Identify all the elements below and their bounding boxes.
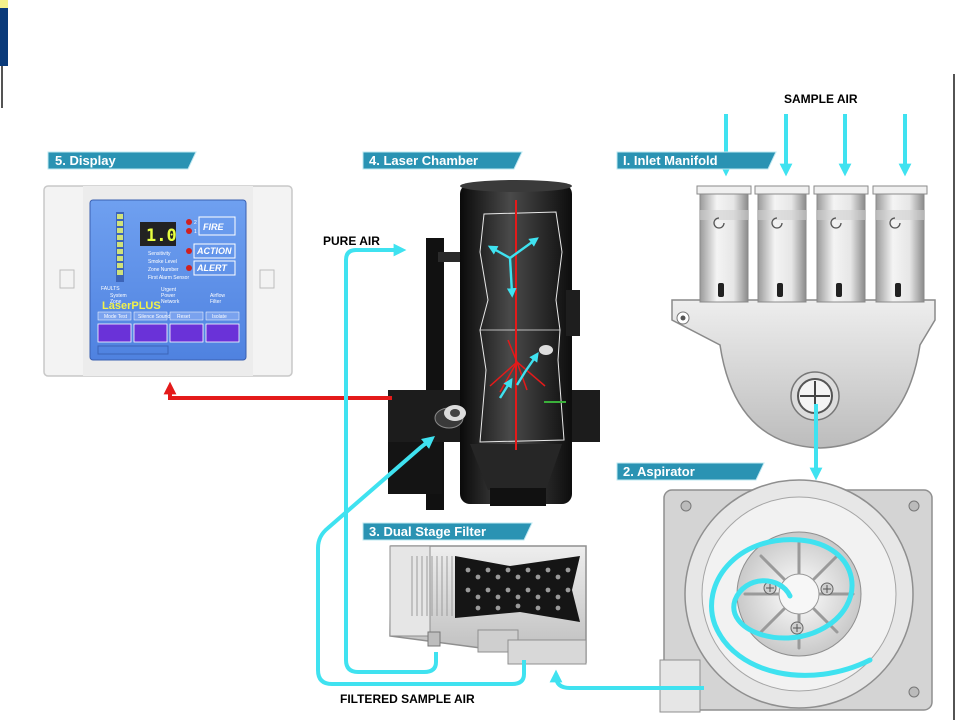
filtered-sample-air-label: FILTERED SAMPLE AIR — [340, 692, 475, 706]
readout-value: 1.0 — [146, 226, 177, 246]
filtered-air-flow — [549, 669, 704, 690]
sample-to-chamber-flow — [316, 436, 526, 686]
pure-air-label: PURE AIR — [323, 234, 380, 248]
label-aspirator: 2. Aspirator — [616, 462, 765, 481]
fire-level-2: 2 — [194, 220, 197, 226]
reset-label: Reset — [177, 314, 191, 320]
chamber-airflow — [487, 237, 539, 399]
brand-logo: LaserPLUS — [102, 300, 161, 312]
isolate-button[interactable] — [205, 323, 240, 343]
inlet-tube-1 — [696, 185, 752, 303]
filter-media-dots — [465, 567, 571, 611]
action-indicator: ACTION — [186, 243, 236, 259]
status-zone-number: Zone Number — [148, 267, 179, 273]
sample-air-arrows — [719, 114, 912, 177]
fire-indicator: 2 1 FIRE — [186, 216, 236, 236]
mode-test-button[interactable] — [97, 323, 132, 343]
mode-test-label: Mode Test — [104, 314, 128, 320]
label-display: 5. Display — [47, 151, 197, 170]
fault-zone: Zone — [110, 299, 122, 305]
inlet-manifold — [671, 185, 936, 449]
smoke-level-bargraph — [116, 212, 124, 282]
faults-heading: FAULTS — [101, 286, 120, 292]
filter-pleats — [411, 556, 453, 616]
inlet-tube-3 — [813, 185, 869, 303]
laser-chamber-title: 4. Laser Chamber — [369, 153, 478, 168]
sample-air-label: SAMPLE AIR — [784, 92, 858, 106]
fault-urgent: Urgent — [161, 287, 177, 293]
fault-airflow: Airflow — [210, 293, 225, 299]
status-list: Sensitivity Smoke Level Zone Number Firs… — [148, 251, 189, 281]
pure-air-flow — [344, 243, 438, 674]
signal-line — [163, 381, 392, 400]
fault-system: System — [110, 293, 127, 299]
reset-button[interactable] — [169, 323, 204, 343]
label-inlet-manifold: I. Inlet Manifold — [616, 151, 777, 170]
faults-section: FAULTS System Zone Urgent Power Network … — [101, 286, 225, 305]
display-unit: 1.0 Sensitivity Smoke Level Zone Number … — [43, 185, 293, 377]
inlet-manifold-title: I. Inlet Manifold — [623, 153, 718, 168]
inlet-tube-2 — [754, 185, 810, 303]
isolate-label: Isolate — [212, 314, 227, 320]
laser-chamber — [388, 180, 600, 510]
status-first-alarm: First Alarm Sensor — [148, 275, 189, 281]
label-laser-chamber: 4. Laser Chamber — [362, 151, 523, 170]
screw-icon — [763, 581, 834, 635]
display-title: 5. Display — [55, 153, 116, 168]
keypad: Mode Test Silence Sound Reset Isolate — [97, 311, 240, 355]
status-smoke-level: Smoke Level — [148, 259, 177, 265]
label-filter: 3. Dual Stage Filter — [362, 522, 533, 541]
fire-level-1: 1 — [194, 229, 197, 235]
fault-network: Network — [161, 299, 180, 305]
silence-sound-button[interactable] — [133, 323, 168, 343]
aspirator-title: 2. Aspirator — [623, 464, 695, 479]
status-sensitivity: Sensitivity — [148, 251, 171, 257]
silence-sound-label: Silence Sound — [138, 314, 170, 320]
alert-indicator: ALERT — [186, 260, 236, 276]
fire-label: FIRE — [203, 222, 224, 232]
action-label: ACTION — [196, 246, 232, 256]
fault-power: Power — [161, 293, 176, 299]
inlet-tube-4 — [872, 185, 928, 303]
dual-stage-filter — [389, 545, 587, 665]
fault-filter: Filter — [210, 299, 221, 305]
detector-lens — [434, 405, 466, 429]
alert-label: ALERT — [196, 263, 228, 273]
filter-title: 3. Dual Stage Filter — [369, 524, 486, 539]
aspirator — [659, 479, 933, 713]
